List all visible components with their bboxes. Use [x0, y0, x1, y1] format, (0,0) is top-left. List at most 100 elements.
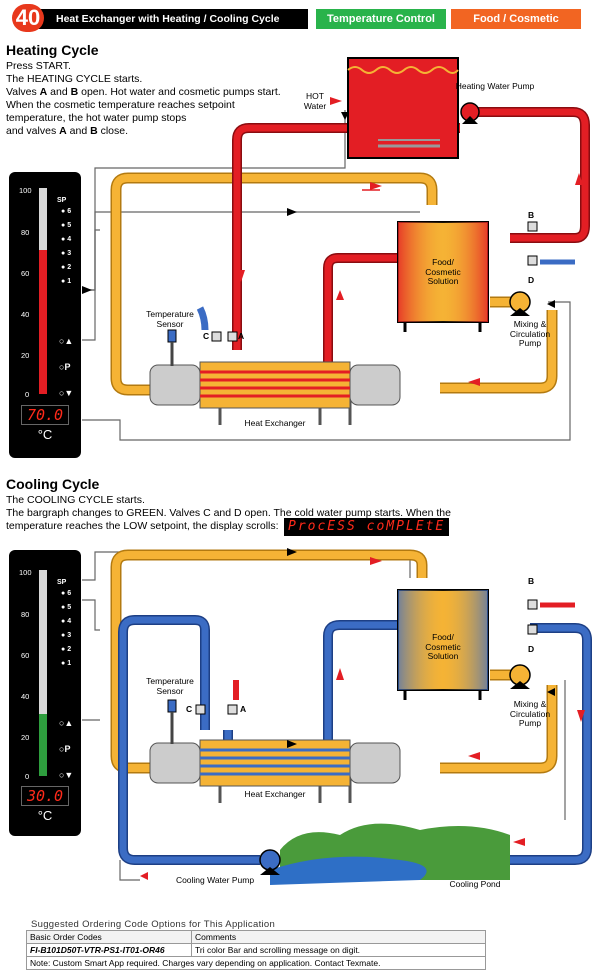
temperature-control-tag: Temperature Control — [316, 9, 446, 29]
sp-number: 4 — [67, 236, 72, 243]
sp-number: 2 — [67, 646, 72, 653]
sp-number: 6 — [67, 590, 72, 597]
cooling-line-3: temperature reaches the LOW setpoint, th… — [6, 520, 279, 532]
valve-b-label: B — [528, 210, 535, 220]
bargraph-fill — [39, 250, 47, 394]
text-part: open. Hot water and cosmetic pumps start… — [78, 86, 281, 98]
down-key-icon[interactable]: ○▼ — [59, 770, 74, 780]
cooling-water-pump — [259, 849, 281, 875]
sp-5: ● 5 — [61, 604, 72, 611]
ordering-caption: Suggested Ordering Code Options for This… — [31, 919, 276, 930]
sp-1: ● 1 — [61, 278, 72, 285]
temperature-sensor — [167, 329, 177, 366]
text-part: and valves — [6, 125, 60, 137]
scale-20: 20 — [21, 351, 30, 360]
sp-1: ● 1 — [61, 660, 72, 667]
program-key[interactable]: ○P — [59, 744, 71, 754]
sp-6: ● 6 — [61, 590, 72, 597]
sp-number: 5 — [67, 604, 72, 611]
cooling-pond — [270, 823, 510, 885]
temperature-sensor-label: Temperature Sensor — [146, 309, 194, 329]
solution-label: Food/ Cosmetic Solution — [425, 257, 461, 286]
sp-2: ● 2 — [61, 646, 72, 653]
scale-60: 60 — [21, 269, 30, 278]
cold-pipe-outline — [118, 615, 592, 865]
key-label: P — [64, 362, 71, 372]
sp-4: ● 4 — [61, 618, 72, 625]
unit-label: °C — [37, 427, 53, 442]
valve-d-label: D — [528, 644, 535, 654]
key-label: P — [64, 744, 71, 754]
hot-pipe — [233, 108, 589, 362]
sp-label: SP — [57, 579, 67, 586]
valve-b-label: B — [528, 576, 535, 586]
cold-pipe — [119, 616, 591, 864]
table-row: FI-B101D50T-VTR-PS1-IT01-OR46 Tri color … — [26, 943, 486, 957]
cooling-signal-lines — [82, 551, 566, 884]
text-part: and — [66, 125, 91, 137]
scale-80: 80 — [21, 610, 30, 619]
cooling-line-1: The COOLING CYCLE starts. — [6, 494, 145, 506]
sp-number: 4 — [67, 618, 72, 625]
hot-water-tank — [347, 57, 459, 159]
text-part: Valves — [6, 86, 40, 98]
food-cosmetic-tag: Food / Cosmetic — [451, 9, 581, 29]
digital-display: 30.0 — [21, 786, 69, 806]
valve-b-ref: B — [70, 86, 79, 98]
solution-tank — [397, 589, 489, 700]
sp-label: SP — [57, 197, 67, 204]
scale-20: 20 — [21, 733, 30, 742]
mixing-pump-label: Mixing & Circulation Pump — [509, 699, 551, 728]
solution-tank — [397, 221, 489, 332]
text-part: and — [47, 86, 71, 98]
up-key-icon[interactable]: ○▲ — [59, 336, 74, 346]
valves — [195, 599, 538, 715]
heat-exchanger-label: Heat Exchanger — [244, 789, 306, 799]
scale-60: 60 — [21, 651, 30, 660]
valve-a-ref: A — [39, 86, 48, 98]
scale-0: 0 — [25, 772, 30, 781]
scale-100: 100 — [19, 186, 32, 195]
table-header-row: Basic Order Codes Comments — [26, 930, 486, 944]
scale-40: 40 — [21, 310, 30, 319]
column-header: Basic Order Codes — [26, 930, 192, 944]
signal-arrows — [82, 112, 555, 308]
scale-80: 80 — [21, 228, 30, 237]
hot-water-label: HOT Water — [295, 91, 335, 111]
cooling-cycle-title: Cooling Cycle — [6, 476, 100, 492]
order-comment: Tri color Bar and scrolling message on d… — [191, 943, 486, 957]
application-number: 40 — [12, 4, 44, 32]
valve-b-ref: B — [90, 125, 98, 137]
heat-exchanger-label: Heat Exchanger — [244, 418, 306, 428]
sp-number: 2 — [67, 264, 72, 271]
sp-4: ● 4 — [61, 236, 72, 243]
sp-number: 3 — [67, 632, 72, 639]
sp-number: 5 — [67, 222, 72, 229]
heating-water-pump — [460, 102, 480, 124]
valve-a-label: A — [240, 704, 247, 714]
valve-c-label: C — [203, 331, 210, 341]
ordering-table: Basic Order Codes Comments FI-B101D50T-V… — [26, 930, 486, 970]
flow-arrows — [237, 97, 583, 386]
heating-cycle-title: Heating Cycle — [6, 42, 99, 58]
program-key[interactable]: ○P — [59, 362, 71, 372]
heat-exchanger — [149, 739, 401, 803]
unit-label: °C — [37, 808, 53, 823]
up-key-icon[interactable]: ○▲ — [59, 718, 74, 728]
down-key-icon[interactable]: ○▼ — [59, 388, 74, 398]
heating-line-4: When the cosmetic temperature reaches se… — [6, 99, 235, 111]
cold-stub — [196, 306, 209, 331]
valve-a-label: A — [238, 331, 245, 341]
valves — [211, 221, 538, 342]
sp-number: 3 — [67, 250, 72, 257]
table-row: Note: Custom Smart App required. Charges… — [26, 956, 486, 970]
text-part: close. — [97, 125, 129, 137]
sp-5: ● 5 — [61, 222, 72, 229]
scale-0: 0 — [25, 390, 30, 399]
temperature-sensor — [167, 699, 177, 744]
sp-3: ● 3 — [61, 632, 72, 639]
order-note: Note: Custom Smart App required. Charges… — [26, 956, 486, 970]
scroll-message-display: ProcESS coMPLEtE — [284, 518, 450, 536]
